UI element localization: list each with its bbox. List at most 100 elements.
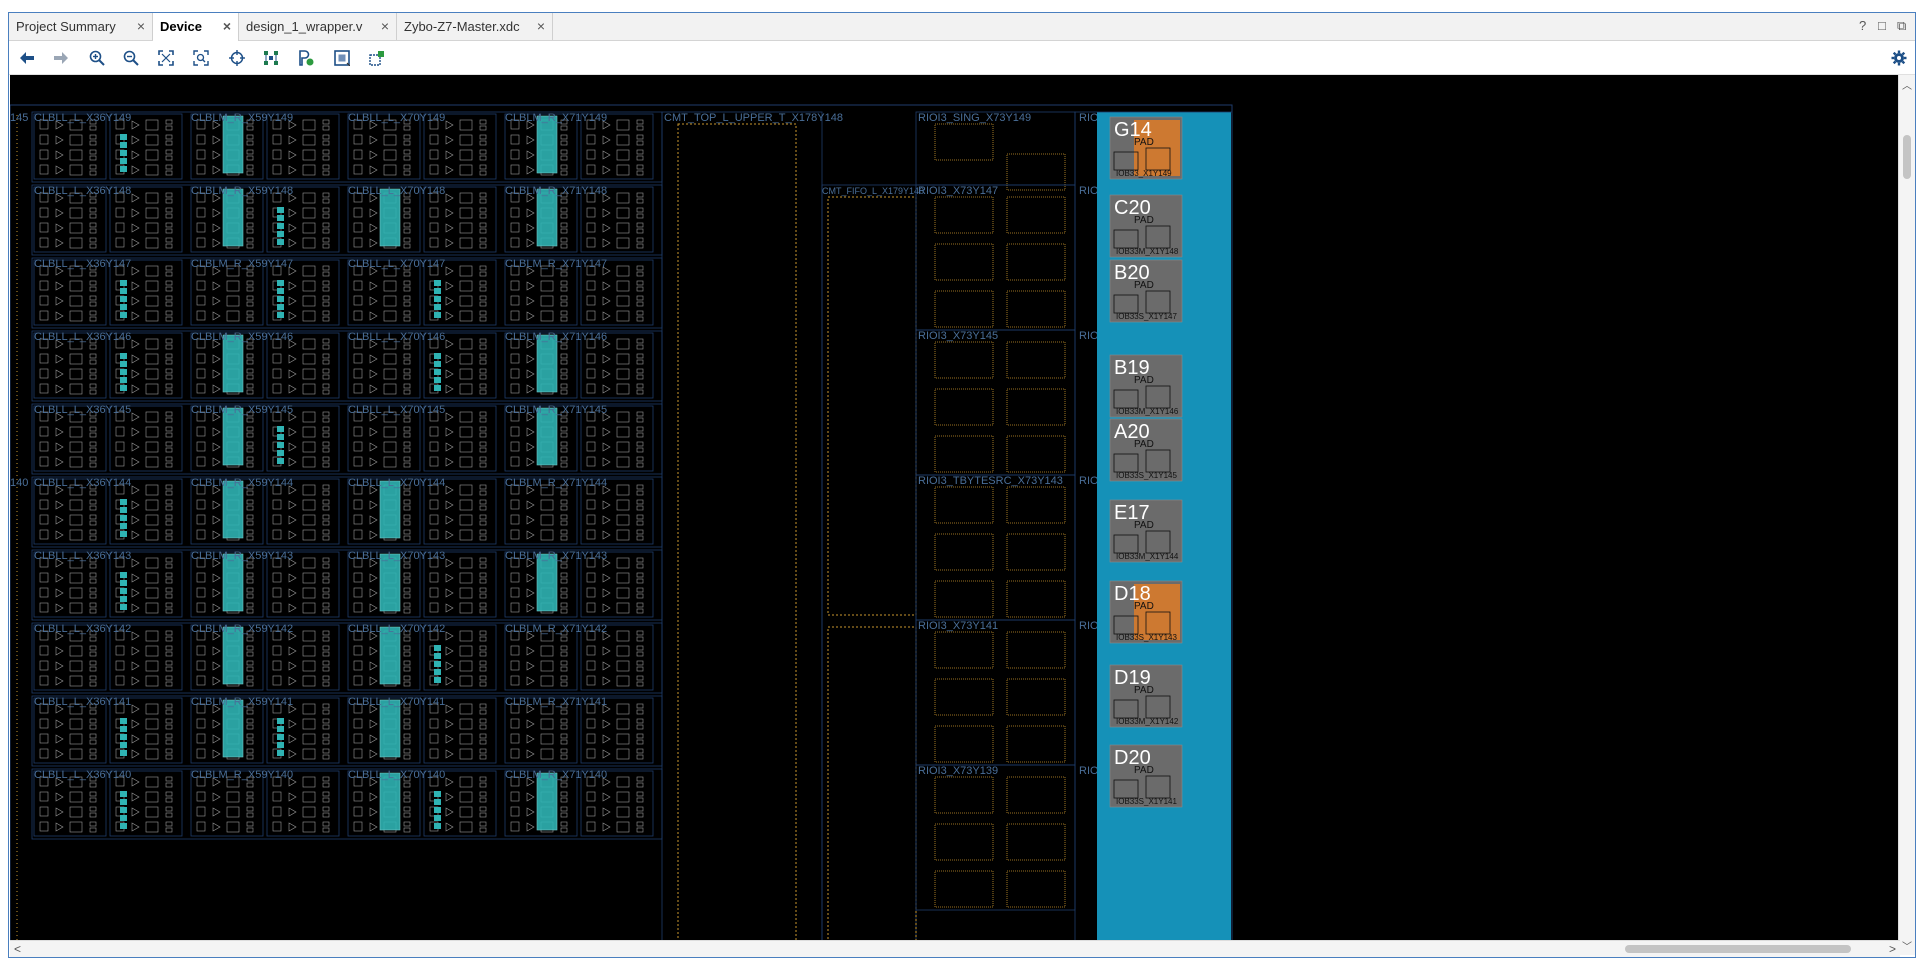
used-slice-cell <box>222 480 244 539</box>
horizontal-scroll-thumb[interactable] <box>1625 945 1851 953</box>
ff-box <box>89 499 97 505</box>
place-ports-icon[interactable] <box>296 48 316 68</box>
gear-icon[interactable] <box>1889 48 1909 68</box>
ff-box <box>246 271 254 277</box>
mux-icon <box>602 120 611 130</box>
ff-box <box>479 806 487 812</box>
carry-box <box>616 718 630 730</box>
pad-buffer <box>1113 151 1139 171</box>
mux-icon <box>131 822 140 832</box>
ff-box <box>403 198 411 204</box>
lut-box <box>586 718 596 729</box>
draw-pblock-icon[interactable] <box>332 48 352 68</box>
lut-box <box>272 134 282 145</box>
carry-box <box>69 484 83 496</box>
tab-device[interactable]: Device × <box>153 13 239 41</box>
close-icon[interactable]: × <box>136 18 145 34</box>
lut-box <box>586 791 596 802</box>
ff-box <box>322 134 330 140</box>
vertical-scroll-thumb[interactable] <box>1903 135 1911 179</box>
tile-label: CLBLL_L_X70Y144 <box>348 477 445 489</box>
routing-resources-icon[interactable] <box>261 48 281 68</box>
carry-box <box>69 192 83 204</box>
ff-box <box>322 645 330 651</box>
scroll-right-icon[interactable]: > <box>1888 942 1896 956</box>
ff-box <box>246 170 254 176</box>
lut-box <box>115 484 125 495</box>
carry-box <box>616 383 630 395</box>
slice <box>423 113 497 180</box>
lut-box <box>196 572 206 583</box>
zoom-in-icon[interactable] <box>87 48 107 68</box>
ff-box <box>89 368 97 374</box>
mux-icon <box>445 603 454 613</box>
lut-box <box>272 338 282 349</box>
carry-box <box>383 280 397 292</box>
ff-box <box>403 563 411 569</box>
select-area-icon[interactable] <box>367 48 387 68</box>
close-icon[interactable]: × <box>380 18 389 34</box>
horizontal-scrollbar[interactable]: < > <box>10 940 1900 957</box>
lut-box <box>272 383 282 394</box>
ff-box <box>89 426 97 432</box>
slice <box>266 332 340 399</box>
tile-label: CLBLL_L_X70Y142 <box>348 623 445 635</box>
ff-box <box>246 791 254 797</box>
vertical-scrollbar[interactable]: ︿ ﹀ <box>1898 75 1915 955</box>
ff-box <box>479 587 487 593</box>
carry-box <box>226 791 240 803</box>
ff-box <box>479 456 487 462</box>
pad-buffer <box>1113 615 1139 635</box>
ff-box <box>246 140 254 146</box>
zoom-fit-icon[interactable] <box>156 48 176 68</box>
lut-box <box>115 776 125 787</box>
ff-box <box>636 417 644 423</box>
carry-box <box>540 660 554 672</box>
ff-box <box>89 353 97 359</box>
forward-arrow-icon[interactable] <box>51 48 71 68</box>
carry-box <box>69 426 83 438</box>
lut-box <box>586 426 596 437</box>
scroll-down-icon[interactable]: ﹀ <box>1902 942 1912 953</box>
ff-box <box>636 484 644 490</box>
lut-box <box>353 499 363 510</box>
ff-box <box>479 222 487 228</box>
ologic-block <box>1006 196 1066 234</box>
ff-box <box>165 295 173 301</box>
carry-box <box>616 557 630 569</box>
ff-box <box>560 514 568 520</box>
zoom-out-icon[interactable] <box>121 48 141 68</box>
carry-box <box>540 529 554 541</box>
used-slice-cell <box>222 407 244 466</box>
back-arrow-icon[interactable] <box>17 48 37 68</box>
mux-icon <box>131 792 140 802</box>
tile-label: CLBLL_L_X36Y140 <box>34 769 131 781</box>
maximize-icon[interactable]: □ <box>1878 18 1886 33</box>
carry-box <box>69 134 83 146</box>
ff-box <box>322 456 330 462</box>
crosshair-icon[interactable] <box>227 48 247 68</box>
ff-box <box>322 535 330 541</box>
ff-box <box>403 344 411 350</box>
scroll-left-icon[interactable]: < <box>14 942 22 956</box>
ff-box <box>403 630 411 636</box>
float-window-icon[interactable]: ⧉ <box>1897 18 1907 33</box>
mux-icon <box>602 281 611 291</box>
ff-box <box>322 411 330 417</box>
tab-design-wrapper[interactable]: design_1_wrapper.v × <box>239 13 397 40</box>
mux-icon <box>288 369 297 379</box>
tab-project-summary[interactable]: Project Summary × <box>9 13 153 40</box>
slice <box>580 770 654 837</box>
scroll-up-icon[interactable]: ︿ <box>1902 81 1912 92</box>
ff-box <box>479 271 487 277</box>
tab-xdc-constraints[interactable]: Zybo-Z7-Master.xdc × <box>397 13 553 40</box>
close-icon[interactable]: × <box>222 18 231 34</box>
close-icon[interactable]: × <box>536 18 545 34</box>
help-icon[interactable]: ? <box>1859 18 1867 33</box>
carry-box <box>383 338 397 350</box>
zoom-selected-icon[interactable] <box>191 48 211 68</box>
lut-box <box>510 134 520 145</box>
used-slice-cell <box>536 553 558 612</box>
